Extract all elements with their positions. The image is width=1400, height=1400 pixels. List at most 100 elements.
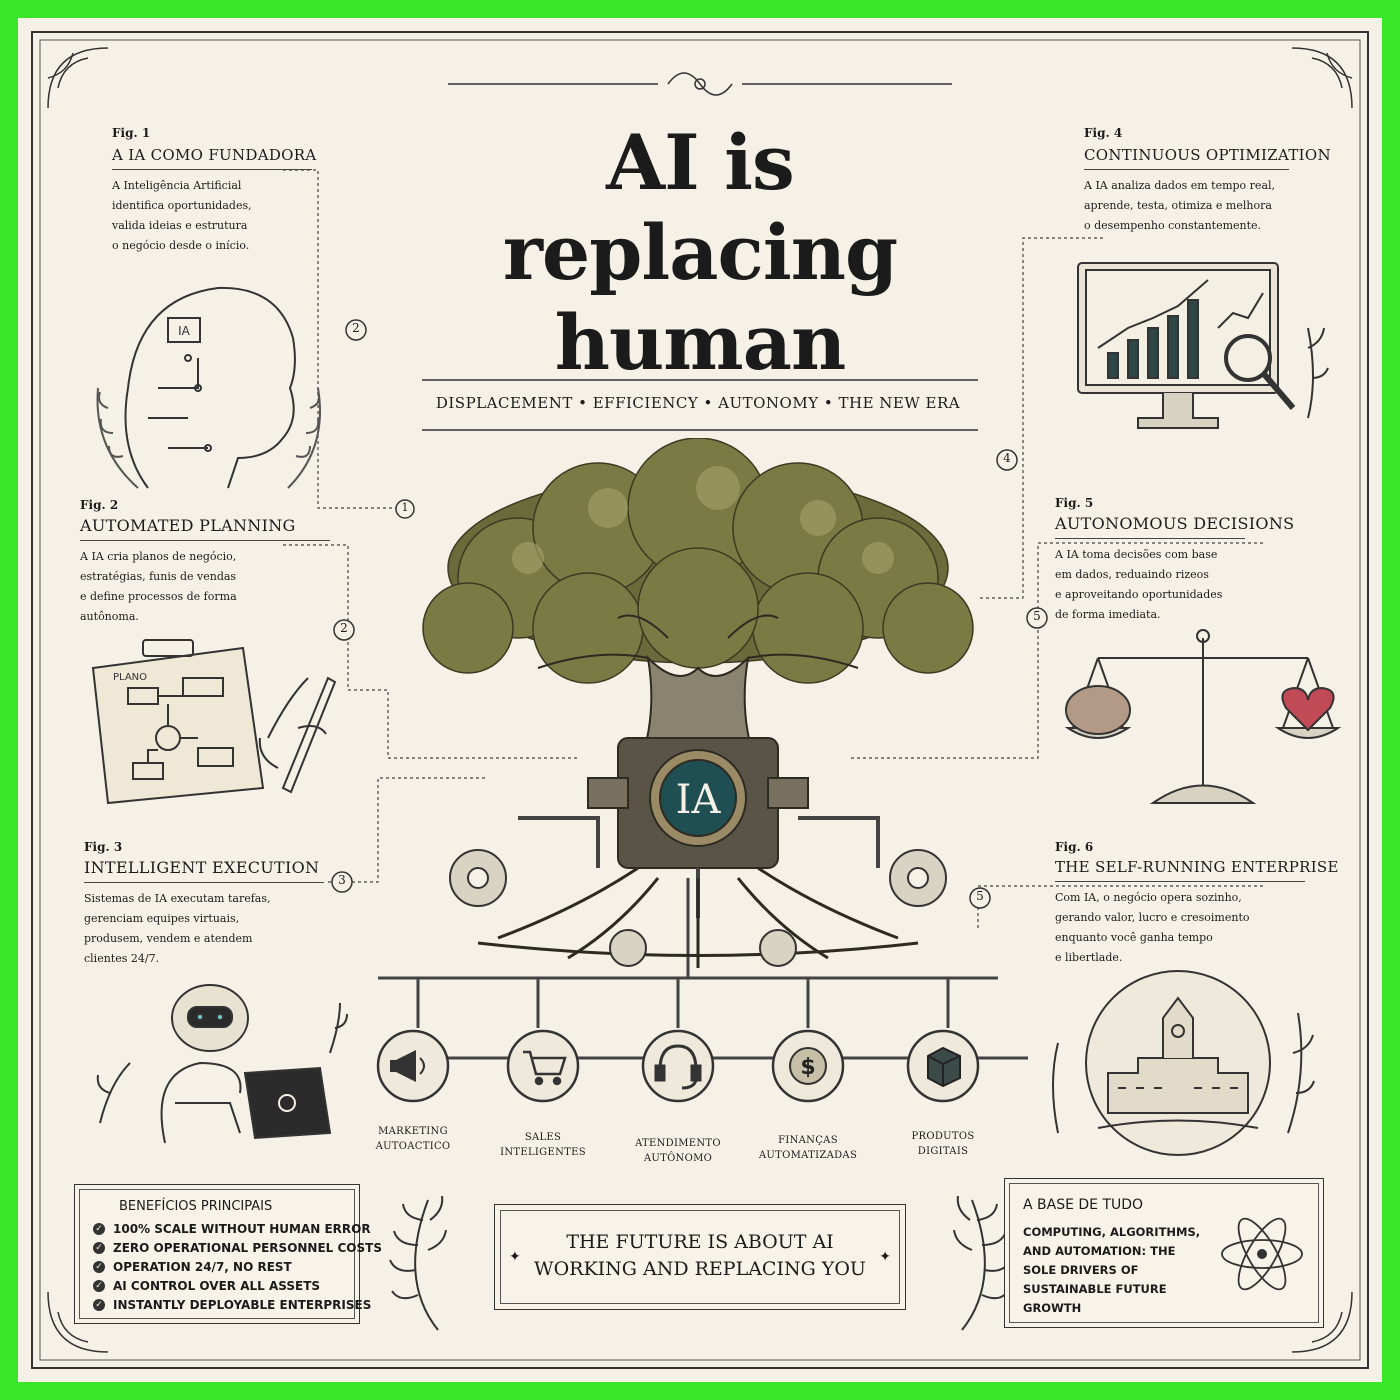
benefit-text: AI CONTROL OVER ALL ASSETS [113, 1278, 321, 1293]
cyborg-head-illustration: IA [96, 286, 321, 489]
connector-number-text: 2 [352, 321, 360, 335]
category-label-line: FINANÇAS [778, 1135, 838, 1146]
shopping-cart-icon [523, 1050, 567, 1086]
base-text-line: GROWTH [1023, 1301, 1082, 1315]
figure-body: Com IA, o negócio opera sozinho, gerando… [1055, 888, 1365, 968]
base-text-line: COMPUTING, ALGORITHMS, [1023, 1225, 1201, 1239]
body-line: A IA analiza dados em tempo real, [1084, 179, 1276, 192]
figure-title: INTELLIGENT EXECUTION [84, 858, 320, 877]
connector-number: 5 [968, 886, 992, 914]
body-line: autônoma. [80, 610, 139, 623]
check-icon: ✓ [93, 1241, 105, 1254]
body-line: gerenciam equipes virtuais, [84, 912, 240, 925]
title-line: human [554, 298, 846, 387]
body-line: A IA toma decisões com base [1055, 548, 1218, 561]
base-box: A BASE DE TUDO COMPUTING, ALGORITHMS, AN… [1004, 1178, 1324, 1328]
base-title: A BASE DE TUDO [1023, 1197, 1144, 1213]
figure-label: Fig. 4 [1084, 126, 1123, 140]
figure-4: Fig. 4 CONTINUOUS OPTIMIZATION A IA anal… [1084, 126, 1354, 236]
body-line: e define processos de forma [80, 590, 237, 603]
body-line: e aproveitando oportunidades [1055, 588, 1223, 601]
body-line: produsem, vendem e atendem [84, 932, 253, 945]
connector-number: 1 [394, 498, 416, 524]
benefit-text: OPERATION 24/7, NO REST [113, 1259, 292, 1274]
category-label-line: ATENDIMENTO [635, 1138, 721, 1149]
laurel-right-icon [953, 1195, 1011, 1331]
base-text-line: AND AUTOMATION: THE [1023, 1244, 1176, 1258]
body-line: enquanto você ganha tempo [1055, 931, 1213, 944]
figure-label: Fig. 2 [80, 498, 119, 512]
benefit-item: ✓ INSTANTLY DEPLOYABLE ENTERPRISES [93, 1295, 382, 1314]
ia-chip-label: IA [178, 324, 191, 338]
category-label-produtos: PRODUTOS DIGITAIS [883, 1129, 1003, 1159]
base-text: COMPUTING, ALGORITHMS, AND AUTOMATION: T… [1023, 1223, 1200, 1318]
body-line: o desempenho constantemente. [1084, 219, 1262, 232]
sparkle-left-icon: ✦ [509, 1249, 521, 1265]
connector-number: 2 [332, 618, 356, 646]
tree-core-label: IA [676, 777, 722, 823]
category-label-line: MARKETING [378, 1126, 448, 1137]
balance-scale-illustration [1064, 629, 1342, 804]
connector-number: 4 [995, 448, 1019, 476]
laurel-left-icon [389, 1195, 447, 1331]
ai-tree-illustration: IA [422, 438, 974, 968]
benefit-item: ✓ OPERATION 24/7, NO REST [93, 1257, 382, 1276]
figure-title: CONTINUOUS OPTIMIZATION [1084, 146, 1331, 164]
category-label-line: DIGITAIS [917, 1146, 969, 1157]
connector-number: 2 [344, 318, 368, 346]
check-icon: ✓ [93, 1298, 105, 1311]
body-line: de forma imediata. [1055, 608, 1161, 621]
connector-number-text: 4 [1003, 451, 1011, 465]
benefits-title: BENEFÍCIOS PRINCIPAIS [119, 1199, 273, 1214]
category-label-line: AUTÔNOMO [643, 1153, 713, 1164]
figure-1: Fig. 1 A IA COMO FUNDADORA A Inteligênci… [112, 126, 382, 256]
heart-icon [1281, 686, 1335, 732]
benefit-text: INSTANTLY DEPLOYABLE ENTERPRISES [113, 1297, 372, 1312]
figure-5: Fig. 5 AUTONOMOUS DECISIONS A IA toma de… [1055, 496, 1355, 625]
megaphone-icon [390, 1050, 425, 1082]
clipboard-plan-illustration: PLANO [91, 639, 337, 805]
base-text-line: SUSTAINABLE FUTURE [1023, 1282, 1167, 1296]
connector-number-text: 5 [1033, 609, 1041, 623]
figure-body: A Inteligência Artificial identifica opo… [112, 176, 382, 256]
sparkle-right-icon: ✦ [879, 1249, 891, 1265]
benefit-item: ✓ ZERO OPERATIONAL PERSONNEL COSTS [93, 1238, 382, 1257]
check-icon: ✓ [93, 1260, 105, 1273]
title-line: AI is [606, 118, 795, 207]
body-line: Sistemas de IA executam tarefas, [84, 892, 271, 905]
body-line: identifica oportunidades, [112, 199, 252, 212]
future-message-line: WORKING AND REPLACING YOU [534, 1258, 866, 1280]
figure-label: Fig. 3 [84, 840, 123, 854]
figure-title: THE SELF-RUNNING ENTERPRISE [1055, 858, 1339, 876]
check-icon: ✓ [93, 1222, 105, 1235]
body-line: e libertlade. [1055, 951, 1123, 964]
figure-body: A IA toma decisões com base em dados, re… [1055, 545, 1355, 625]
figure-body: A IA cria planos de negócio, estratégias… [80, 547, 380, 627]
figure-label: Fig. 5 [1055, 496, 1094, 510]
category-label-marketing: MARKETING AUTOACTICO [353, 1124, 473, 1154]
headset-icon [654, 1044, 702, 1090]
figure-label: Fig. 1 [112, 126, 151, 140]
category-label-line: SALES [524, 1132, 562, 1143]
box-icon [927, 1046, 961, 1088]
benefits-box: BENEFÍCIOS PRINCIPAIS ✓ 100% SCALE WITHOU… [74, 1184, 382, 1324]
figure-label: Fig. 6 [1055, 840, 1094, 854]
category-label-atendimento: ATENDIMENTO AUTÔNOMO [618, 1136, 738, 1166]
category-label-line: PRODUTOS [911, 1131, 975, 1142]
ornamental-border [31, 31, 1369, 1369]
base-text-line: SOLE DRIVERS OF [1023, 1263, 1139, 1277]
figure-3: Fig. 3 INTELLIGENT EXECUTION Sistemas de… [84, 840, 384, 969]
figure-body: A IA analiza dados em tempo real, aprend… [1084, 176, 1354, 236]
body-line: A IA cria planos de negócio, [80, 550, 237, 563]
figure-title: AUTONOMOUS DECISIONS [1055, 514, 1295, 533]
check-icon: ✓ [93, 1279, 105, 1292]
future-message-box: ✦ ✦ THE FUTURE IS ABOUT AI WORKING AND R… [494, 1204, 906, 1310]
benefit-text: ZERO OPERATIONAL PERSONNEL COSTS [113, 1240, 382, 1255]
connector-number-text: 5 [976, 889, 984, 903]
category-label-line: AUTOMATIZADAS [758, 1150, 858, 1161]
benefit-text: 100% SCALE WITHOUT HUMAN ERROR [113, 1221, 371, 1236]
title-line: replacing [502, 208, 898, 297]
category-label-financas: FINANÇAS AUTOMATIZADAS [748, 1133, 868, 1163]
future-message-line: THE FUTURE IS ABOUT AI [566, 1231, 834, 1253]
main-title: AI is replacing human [18, 118, 1382, 388]
